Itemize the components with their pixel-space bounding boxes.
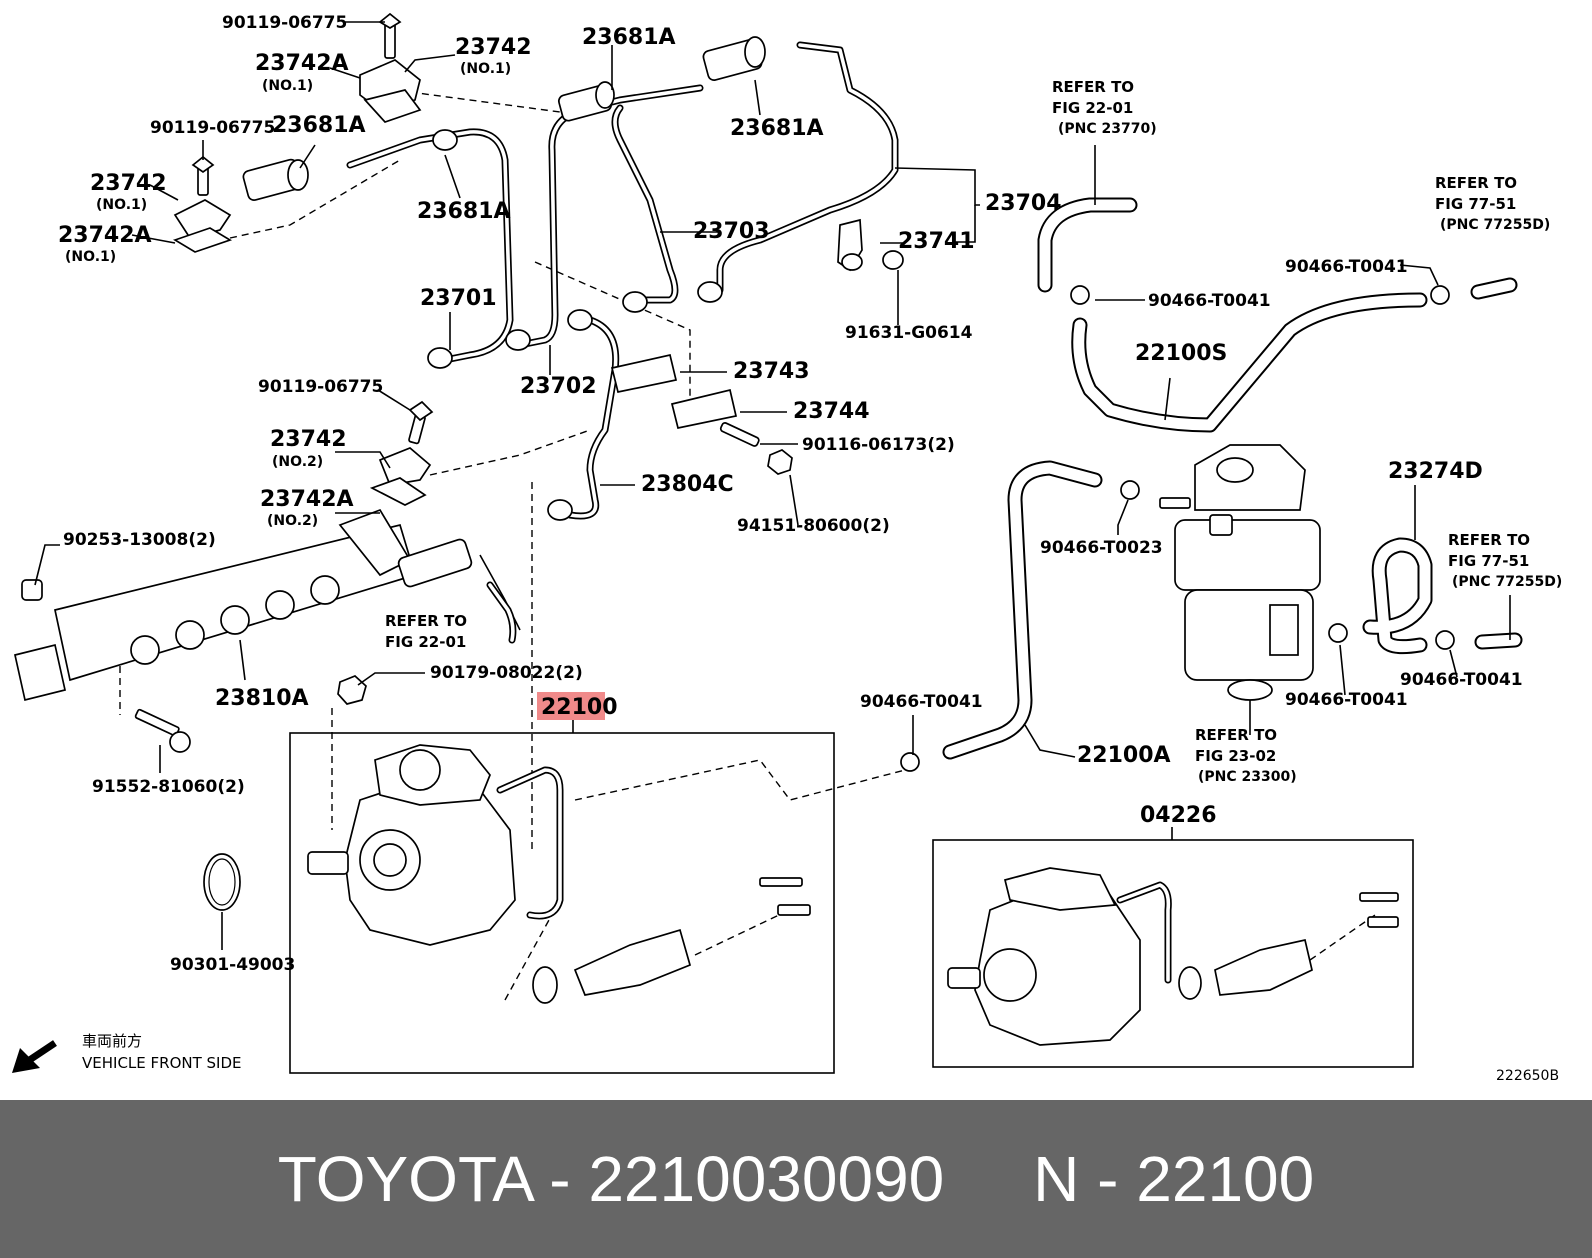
separator: - — [531, 1143, 589, 1215]
footer-text: TOYOTA - 2210030090 N - 22100 — [0, 1100, 1592, 1258]
ref-fig7751-top-line3: (PNC 77255D) — [1440, 217, 1550, 233]
label-90466-T0041-b[interactable]: 90466-T0041 — [1148, 291, 1271, 311]
ref-fig2302-line2[interactable]: FIG 23-02 — [1195, 747, 1276, 765]
label-90466-T0041-e[interactable]: 90466-T0041 — [1400, 670, 1523, 690]
label-23704[interactable]: 23704 — [985, 191, 1062, 216]
parts-diagram: 90119-06775 23742 (NO.1) 23742A (NO.1) 2… — [12, 12, 1563, 1084]
figure-code: 222650B — [1496, 1068, 1559, 1084]
label-23742-left[interactable]: 23742 — [90, 171, 167, 196]
label-90466-T0041-d[interactable]: 90466-T0041 — [1285, 690, 1408, 710]
ref-fig2201-low-line2[interactable]: FIG 22-01 — [385, 633, 466, 651]
highlight-22100 — [537, 692, 605, 720]
label-90466-T0041-a[interactable]: 90466-T0041 — [860, 692, 983, 712]
gap — [944, 1143, 1033, 1215]
label-23681A-top[interactable]: 23681A — [582, 25, 676, 50]
label-23804C[interactable]: 23804C — [641, 472, 734, 497]
part-labels[interactable]: 90119-06775 23742 (NO.1) 23742A (NO.1) 2… — [58, 13, 1562, 1084]
label-90253-13008[interactable]: 90253-13008(2) — [63, 530, 216, 550]
label-23742A-left-sub: (NO.1) — [65, 249, 116, 265]
label-23742-left-sub: (NO.1) — [96, 197, 147, 213]
leader-lines — [34, 21, 1511, 950]
label-23744[interactable]: 23744 — [793, 399, 870, 424]
ref-fig2201-top-line3: (PNC 23770) — [1058, 121, 1157, 137]
label-23681A-left[interactable]: 23681A — [272, 113, 366, 138]
gasket-kit-box — [932, 827, 1414, 1068]
common-rail — [13, 508, 521, 911]
front-label-en: VEHICLE FRONT SIDE — [82, 1054, 242, 1072]
n-label: N — [1033, 1143, 1080, 1215]
label-23742A-top-sub: (NO.1) — [262, 78, 313, 94]
label-23742A-no2[interactable]: 23742A — [260, 487, 354, 512]
label-90179-08022[interactable]: 90179-08022(2) — [430, 663, 583, 683]
label-90119-06775-mid[interactable]: 90119-06775 — [150, 118, 275, 138]
front-label-jp: 車両前方 — [82, 1032, 142, 1050]
label-23681A-center[interactable]: 23681A — [417, 199, 511, 224]
label-90119-06775-top[interactable]: 90119-06775 — [222, 13, 347, 33]
pump-assembly-box — [289, 718, 835, 1074]
separator: - — [1079, 1143, 1137, 1215]
ref-fig2201-top-line1[interactable]: REFER TO — [1052, 78, 1134, 96]
label-91552-81060[interactable]: 91552-81060(2) — [92, 777, 245, 797]
label-90119-06775-low[interactable]: 90119-06775 — [258, 377, 383, 397]
ref-fig7751-top-line1[interactable]: REFER TO — [1435, 174, 1517, 192]
ref-fig7751-mid-line3: (PNC 77255D) — [1452, 574, 1562, 590]
label-23274D[interactable]: 23274D — [1388, 459, 1483, 484]
ref-fig7751-top-line2[interactable]: FIG 77-51 — [1435, 195, 1516, 213]
fuel-hoses — [900, 197, 1523, 772]
label-90116-06173[interactable]: 90116-06173(2) — [802, 435, 955, 455]
ref-fig2302-line1[interactable]: REFER TO — [1195, 726, 1277, 744]
label-22100A[interactable]: 22100A — [1077, 743, 1171, 768]
label-23681A-right[interactable]: 23681A — [730, 116, 824, 141]
ref-fig2201-top-line2[interactable]: FIG 22-01 — [1052, 99, 1133, 117]
label-91631-G0614[interactable]: 91631-G0614 — [845, 323, 973, 343]
brand-name: TOYOTA — [277, 1143, 532, 1215]
label-23741[interactable]: 23741 — [898, 229, 975, 254]
front-arrow-icon — [12, 1040, 57, 1073]
ref-fig2302-line3: (PNC 23300) — [1198, 769, 1297, 785]
label-23742-no2[interactable]: 23742 — [270, 427, 347, 452]
label-23810A[interactable]: 23810A — [215, 686, 309, 711]
part-footer: TOYOTA - 2210030090 N - 22100 — [0, 1100, 1592, 1258]
label-23742-top[interactable]: 23742 — [455, 35, 532, 60]
label-23702[interactable]: 23702 — [520, 374, 597, 399]
label-23701[interactable]: 23701 — [420, 286, 497, 311]
label-23743[interactable]: 23743 — [733, 359, 810, 384]
clamps-bolts — [172, 12, 904, 506]
ref-fig7751-mid-line2[interactable]: FIG 77-51 — [1448, 552, 1529, 570]
label-23742A-left[interactable]: 23742A — [58, 223, 152, 248]
label-22100S[interactable]: 22100S — [1135, 341, 1227, 366]
label-23742A-top[interactable]: 23742A — [255, 51, 349, 76]
label-23703[interactable]: 23703 — [693, 219, 770, 244]
part-number: 2210030090 — [588, 1143, 945, 1215]
label-90301-49003[interactable]: 90301-49003 — [170, 955, 295, 975]
label-04226[interactable]: 04226 — [1140, 803, 1217, 828]
label-23742-top-sub: (NO.1) — [460, 61, 511, 77]
injection-pipes — [242, 36, 899, 521]
label-23742-no2-sub: (NO.2) — [272, 454, 323, 470]
label-94151-80600[interactable]: 94151-80600(2) — [737, 516, 890, 536]
pnc-code: 22100 — [1136, 1143, 1315, 1215]
label-23742A-no2-sub: (NO.2) — [267, 513, 318, 529]
label-22100[interactable]: 22100 — [541, 695, 618, 720]
ref-fig2201-low-line1[interactable]: REFER TO — [385, 612, 467, 630]
label-90466-T0041-c[interactable]: 90466-T0041 — [1285, 257, 1408, 277]
label-90466-T0023[interactable]: 90466-T0023 — [1040, 538, 1163, 558]
ref-fig7751-mid-line1[interactable]: REFER TO — [1448, 531, 1530, 549]
